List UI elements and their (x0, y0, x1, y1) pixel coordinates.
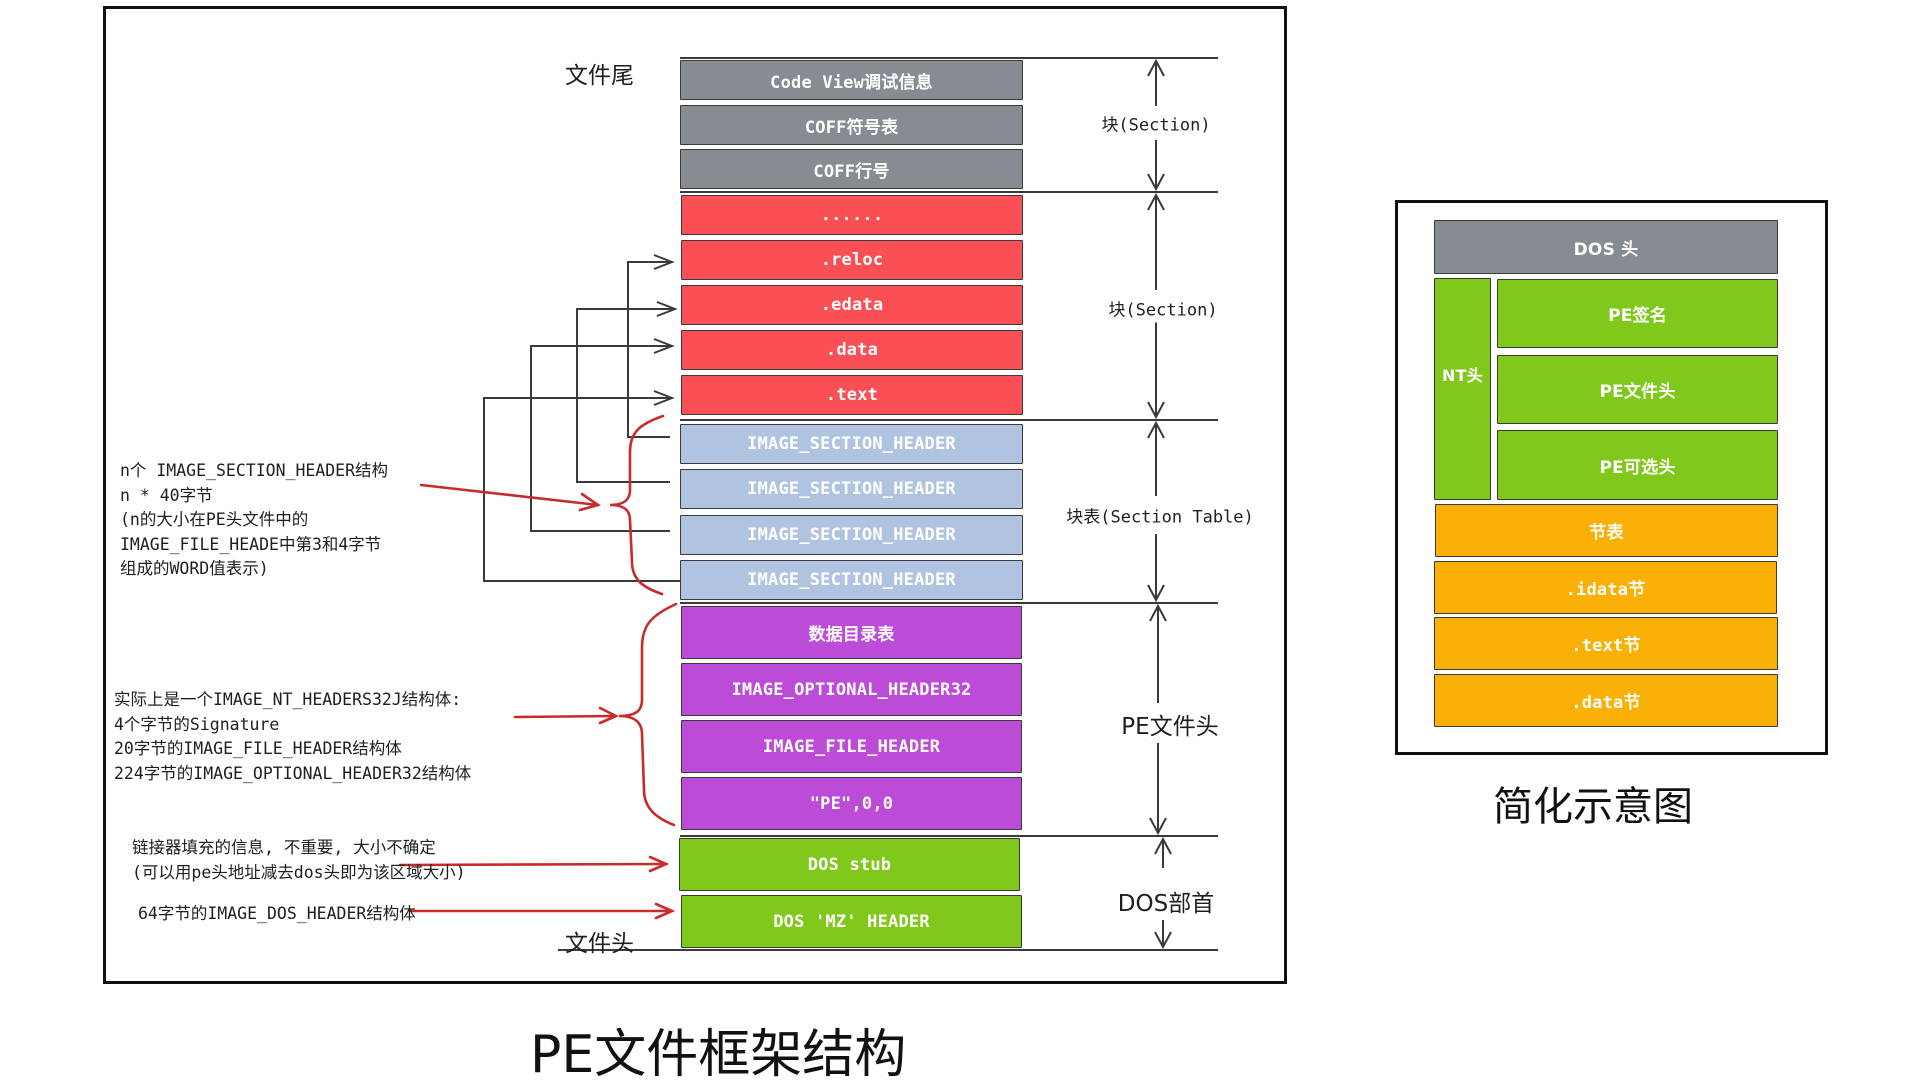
block-label: PE可选头 (1599, 457, 1676, 478)
block-label: DOS 'MZ' HEADER (773, 911, 930, 932)
block-label: .text节 (1571, 636, 1641, 656)
note-line: 组成的WORD值表示) (120, 559, 269, 578)
connector-ish2-to-edata (576, 301, 678, 483)
block-pe-signature: "PE",0,0 (681, 777, 1022, 830)
note-dos-stub: 链接器填充的信息, 不重要, 大小不确定 (可以用pe头地址减去dos头即为该区… (132, 836, 466, 885)
block-label: 数据目录表 (808, 625, 895, 645)
block-label: IMAGE_SECTION_HEADER (747, 570, 956, 590)
arrow-note-section-table (419, 483, 602, 512)
connector-ish4-to-text (483, 390, 680, 582)
block-section-header-1: IMAGE_SECTION_HEADER (680, 424, 1023, 464)
block-section-text: .text (681, 375, 1023, 415)
block-label: .edata (820, 295, 884, 315)
note-dos-header: 64字节的IMAGE_DOS_HEADER结构体 (138, 902, 416, 927)
dimension-arrow-sections-top (1147, 58, 1165, 192)
file-head-label: 文件头 (565, 931, 634, 957)
block-label: NT头 (1442, 366, 1483, 385)
simple-text-section: .text节 (1434, 617, 1778, 670)
block-label: ...... (820, 205, 884, 225)
arrow-note-dos-header (408, 902, 676, 920)
note-line: IMAGE_FILE_HEADE中第3和4字节 (120, 534, 382, 554)
block-label: .data (825, 340, 879, 360)
block-label: Code View调试信息 (770, 72, 933, 93)
block-label: .text (825, 385, 879, 405)
note-line: (n的大小在PE头文件中的 (120, 510, 309, 529)
simple-pe-optional-header: PE可选头 (1497, 430, 1778, 500)
block-label: PE文件头 (1599, 382, 1676, 402)
block-label: IMAGE_SECTION_HEADER (747, 479, 956, 499)
arrow-note-dos-stub (398, 855, 670, 873)
note-line: 4个字节的Signature (114, 714, 280, 734)
main-diagram-caption: PE文件框架结构 (530, 1025, 907, 1085)
simple-pe-signature: PE签名 (1497, 279, 1778, 348)
dimension-arrow-pe-header (1149, 603, 1167, 836)
block-dos-stub: DOS stub (679, 838, 1020, 891)
block-label: COFF符号表 (804, 117, 899, 138)
region-label-section-table: 块表(Section Table) (1066, 500, 1254, 530)
block-label: DOS 头 (1573, 239, 1639, 260)
block-data-directory: 数据目录表 (681, 606, 1022, 659)
simple-pe-file-header: PE文件头 (1497, 355, 1778, 424)
region-label-pe-header: PE文件头 (1121, 705, 1219, 743)
simplified-diagram-frame (1395, 200, 1828, 755)
note-line: 实际上是一个IMAGE_NT_HEADERS32J结构体: (114, 690, 462, 709)
block-section-header-2: IMAGE_SECTION_HEADER (680, 469, 1023, 509)
block-section-more: ...... (681, 195, 1023, 235)
block-section-header-4: IMAGE_SECTION_HEADER (680, 560, 1023, 600)
note-section-table: n个 IMAGE_SECTION_HEADER结构 n * 40字节 (n的大小… (120, 459, 388, 582)
region-label-sections: 块(Section) (1108, 293, 1218, 323)
block-dos-mz-header: DOS 'MZ' HEADER (681, 895, 1022, 948)
block-label: IMAGE_SECTION_HEADER (747, 434, 956, 454)
block-label: 节表 (1589, 523, 1624, 543)
connector-ish3-to-data (530, 338, 675, 532)
dimension-arrow-section-table (1147, 420, 1165, 603)
block-label: COFF行号 (813, 161, 890, 182)
arrow-note-nt-headers (513, 706, 620, 725)
note-line: 224字节的IMAGE_OPTIONAL_HEADER32结构体 (114, 763, 472, 783)
block-label: IMAGE_SECTION_HEADER (747, 525, 956, 545)
region-label-sections-top: 块(Section) (1101, 108, 1211, 138)
block-section-reloc: .reloc (681, 240, 1023, 280)
block-codeview-debug: Code View调试信息 (680, 60, 1023, 100)
dimension-arrow-sections (1147, 192, 1165, 420)
note-line: 链接器填充的信息, 不重要, 大小不确定 (132, 838, 436, 857)
block-label: .reloc (820, 250, 884, 270)
block-optional-header: IMAGE_OPTIONAL_HEADER32 (681, 663, 1022, 716)
block-label: "PE",0,0 (809, 793, 894, 814)
brace-section-table (609, 414, 665, 596)
block-label: IMAGE_FILE_HEADER (762, 736, 941, 757)
note-nt-headers: 实际上是一个IMAGE_NT_HEADERS32J结构体: 4个字节的Signa… (114, 688, 471, 786)
main-diagram-frame (103, 6, 1287, 984)
block-label: IMAGE_OPTIONAL_HEADER32 (731, 679, 972, 700)
note-line: 20字节的IMAGE_FILE_HEADER结构体 (114, 739, 402, 758)
block-coff-line-numbers: COFF行号 (680, 149, 1023, 189)
brace-nt-headers (618, 602, 678, 827)
block-label: .data节 (1571, 693, 1641, 713)
block-label: PE签名 (1608, 306, 1667, 326)
block-section-header-3: IMAGE_SECTION_HEADER (680, 515, 1023, 555)
connector-ish1-to-reloc (627, 254, 675, 438)
file-tail-label: 文件尾 (565, 63, 634, 89)
simple-nt-header: NT头 (1434, 278, 1491, 500)
block-file-header: IMAGE_FILE_HEADER (681, 720, 1022, 773)
simple-idata-section: .idata节 (1434, 561, 1777, 614)
note-line: n * 40字节 (120, 485, 213, 505)
note-line: n个 IMAGE_SECTION_HEADER结构 (120, 461, 389, 480)
note-line: 64字节的IMAGE_DOS_HEADER结构体 (138, 904, 416, 923)
simple-section-table: 节表 (1435, 504, 1778, 557)
region-label-dos-header: DOS部首 (1117, 882, 1215, 920)
simplified-diagram-caption: 简化示意图 (1493, 784, 1693, 830)
block-section-edata: .edata (681, 285, 1023, 325)
block-label: .idata节 (1565, 580, 1646, 600)
block-section-data: .data (681, 330, 1023, 370)
note-line: (可以用pe头地址减去dos头即为该区域大小) (132, 862, 466, 882)
block-coff-symbol-table: COFF符号表 (680, 105, 1023, 145)
block-label: DOS stub (807, 854, 892, 875)
simple-data-section: .data节 (1434, 674, 1778, 727)
simple-dos-header: DOS 头 (1434, 220, 1778, 274)
